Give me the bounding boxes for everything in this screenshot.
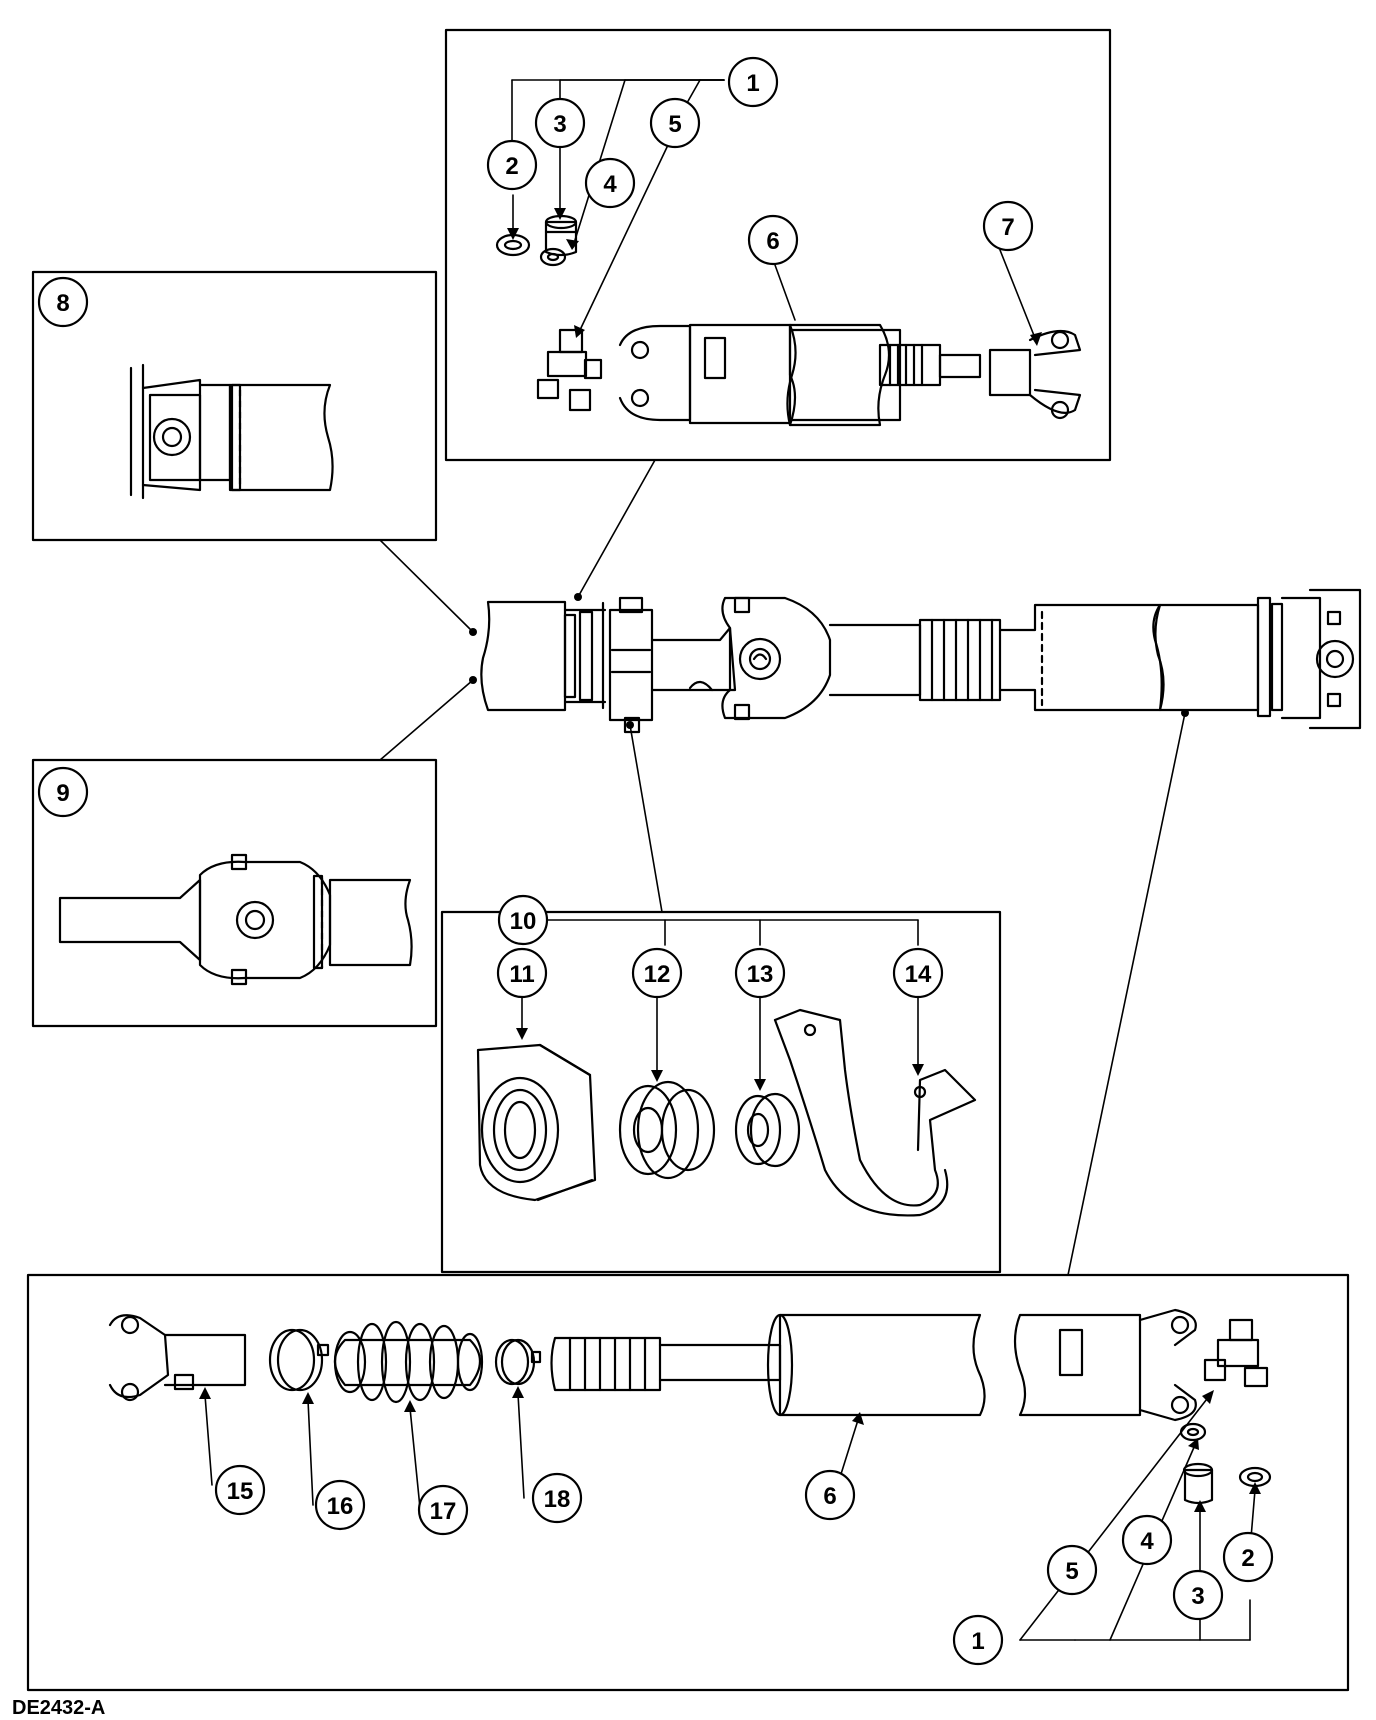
callout-14: 14 — [892, 947, 944, 999]
svg-text:2: 2 — [1241, 1545, 1254, 1572]
callout-4-top: 4 — [584, 157, 636, 209]
callout-6-bottom: 6 — [804, 1469, 856, 1521]
panel-center-bearing-kit — [440, 910, 1002, 1274]
callout-2-top: 2 — [486, 139, 538, 191]
top-panel-parts — [495, 214, 1082, 427]
svg-text:3: 3 — [1191, 1583, 1204, 1610]
detail-8-illustration — [129, 363, 334, 500]
callout-3-top: 3 — [534, 97, 586, 149]
svg-text:14: 14 — [905, 961, 932, 988]
svg-text:6: 6 — [766, 228, 779, 255]
svg-text:13: 13 — [747, 961, 774, 988]
callout-7-top: 7 — [982, 200, 1034, 252]
callout-8: 8 — [37, 276, 89, 328]
callout-3-bottom: 3 — [1172, 1569, 1224, 1621]
callout-9: 9 — [37, 766, 89, 818]
svg-text:3: 3 — [553, 111, 566, 138]
svg-text:2: 2 — [505, 153, 518, 180]
panel-leader-lines — [379, 459, 1186, 1276]
svg-text:4: 4 — [1140, 1528, 1154, 1555]
callout-10: 10 — [497, 894, 549, 946]
callout-1-bottom: 1 — [952, 1614, 1004, 1666]
svg-text:15: 15 — [227, 1478, 254, 1505]
svg-text:12: 12 — [644, 961, 671, 988]
center-bearing-parts — [476, 1008, 977, 1217]
svg-text:10: 10 — [510, 908, 537, 935]
callout-5-top: 5 — [649, 97, 701, 149]
svg-text:17: 17 — [430, 1498, 457, 1525]
callout-13: 13 — [734, 947, 786, 999]
callout-18: 18 — [531, 1472, 583, 1524]
callout-6-top: 6 — [747, 214, 799, 266]
bottom-panel-leaders — [204, 1393, 1256, 1641]
figure-code: DE2432-A — [12, 1697, 105, 1719]
detail-9-illustration — [58, 853, 413, 986]
svg-text:8: 8 — [56, 290, 69, 317]
svg-text:9: 9 — [56, 780, 69, 807]
main-driveshaft-assembly — [480, 588, 1362, 734]
svg-text:1: 1 — [971, 1628, 984, 1655]
panel-detail-8 — [31, 270, 438, 542]
svg-text:5: 5 — [668, 111, 681, 138]
callout-5-bottom: 5 — [1046, 1544, 1098, 1596]
bottom-panel-arrowheads — [199, 1386, 1261, 1512]
callout-1-top: 1 — [727, 56, 779, 108]
callout-4-bottom: 4 — [1121, 1514, 1173, 1566]
callout-2-bottom: 2 — [1222, 1531, 1274, 1583]
panel-detail-9 — [31, 758, 438, 1028]
svg-text:4: 4 — [603, 171, 617, 198]
top-panel-leaders — [511, 79, 1036, 339]
svg-text:16: 16 — [327, 1493, 354, 1520]
panel-top-u-joint-kit — [444, 28, 1112, 462]
bottom-panel-parts — [108, 1308, 1272, 1505]
callout-15: 15 — [214, 1464, 266, 1516]
svg-text:5: 5 — [1065, 1558, 1078, 1585]
center-panel-arrowheads — [516, 1028, 924, 1091]
callout-12: 12 — [631, 947, 683, 999]
svg-text:6: 6 — [823, 1483, 836, 1510]
svg-text:1: 1 — [746, 70, 759, 97]
panel-bottom-slip-yoke-kit — [26, 1273, 1350, 1692]
callout-17: 17 — [417, 1484, 469, 1536]
svg-text:7: 7 — [1001, 214, 1014, 241]
center-panel-leaders — [521, 919, 919, 1084]
svg-text:18: 18 — [544, 1486, 571, 1513]
callout-11: 11 — [496, 947, 548, 999]
svg-text:11: 11 — [509, 961, 534, 988]
callout-16: 16 — [314, 1479, 366, 1531]
top-panel-arrowheads — [507, 208, 1042, 346]
